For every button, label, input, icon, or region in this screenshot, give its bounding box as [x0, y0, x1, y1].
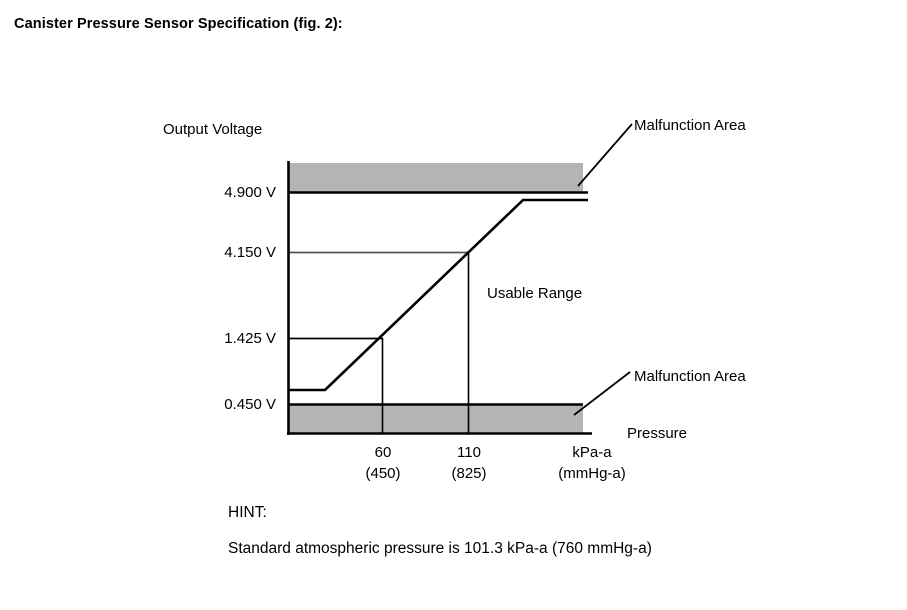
lower-malfunction-band: [289, 405, 583, 433]
x-tick-sublabel-825: (825): [451, 465, 487, 482]
sensor-output-curve: [289, 198, 588, 392]
page-title: Canister Pressure Sensor Specification (…: [14, 16, 343, 32]
hint-label: HINT:: [228, 504, 267, 521]
hint-text: Standard atmospheric pressure is 101.3 k…: [228, 540, 652, 557]
upper-malfunction-band: [289, 163, 583, 192]
leader-line-lower-malfunction: [573, 371, 631, 416]
y-tick-label-4150: 4.150 V: [224, 244, 276, 261]
x-tick-label-110: 110: [457, 444, 481, 461]
y-tick-label-4900: 4.900 V: [224, 184, 276, 201]
x-tick-sublabel-unit-mmhg: (mmHg-a): [558, 465, 626, 482]
x-tick-label-60: 60: [374, 444, 392, 461]
x-tick-sublabel-450: (450): [365, 465, 401, 482]
annotation-upper-malfunction-area: Malfunction Area: [634, 117, 746, 134]
y-tick-label-1425: 1.425 V: [224, 330, 276, 347]
y-axis-title: Output Voltage: [163, 121, 263, 138]
x-axis-title: Pressure: [627, 425, 688, 442]
annotation-lower-malfunction-area: Malfunction Area: [634, 368, 746, 385]
x-tick-label-unit-kpa: kPa-a: [572, 444, 612, 461]
leader-line-upper-malfunction: [577, 123, 633, 187]
annotation-usable-range: Usable Range: [487, 285, 583, 302]
y-tick-label-0450: 0.450 V: [224, 396, 276, 413]
